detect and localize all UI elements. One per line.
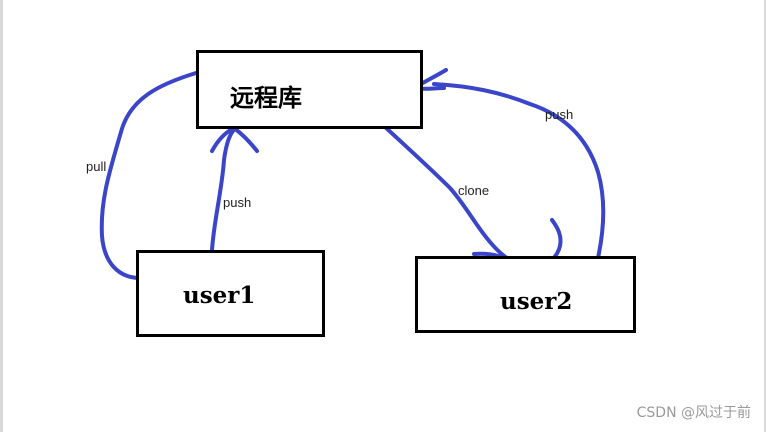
clone-arrow — [382, 124, 524, 268]
clone-edge-label: clone — [458, 183, 490, 198]
push-user1-edge-label: push — [223, 195, 252, 210]
user2-label: user2 — [500, 288, 573, 315]
remote-repo-label: 远程库 — [230, 84, 302, 112]
user1-node — [136, 250, 325, 337]
frame-right-border — [764, 0, 766, 432]
user1-label: user1 — [183, 282, 256, 309]
pull-edge-label: pull — [86, 159, 107, 174]
push-user2-arrow — [432, 82, 606, 260]
csdn-watermark: CSDN @风过于前 — [636, 405, 751, 421]
remote-repo-node — [196, 50, 423, 129]
frame-left-border — [0, 0, 3, 432]
push-user2-edge-label: push — [545, 107, 574, 122]
pull-arrow — [99, 71, 198, 280]
user2-node — [415, 256, 636, 333]
push-user1-arrow — [210, 129, 235, 252]
